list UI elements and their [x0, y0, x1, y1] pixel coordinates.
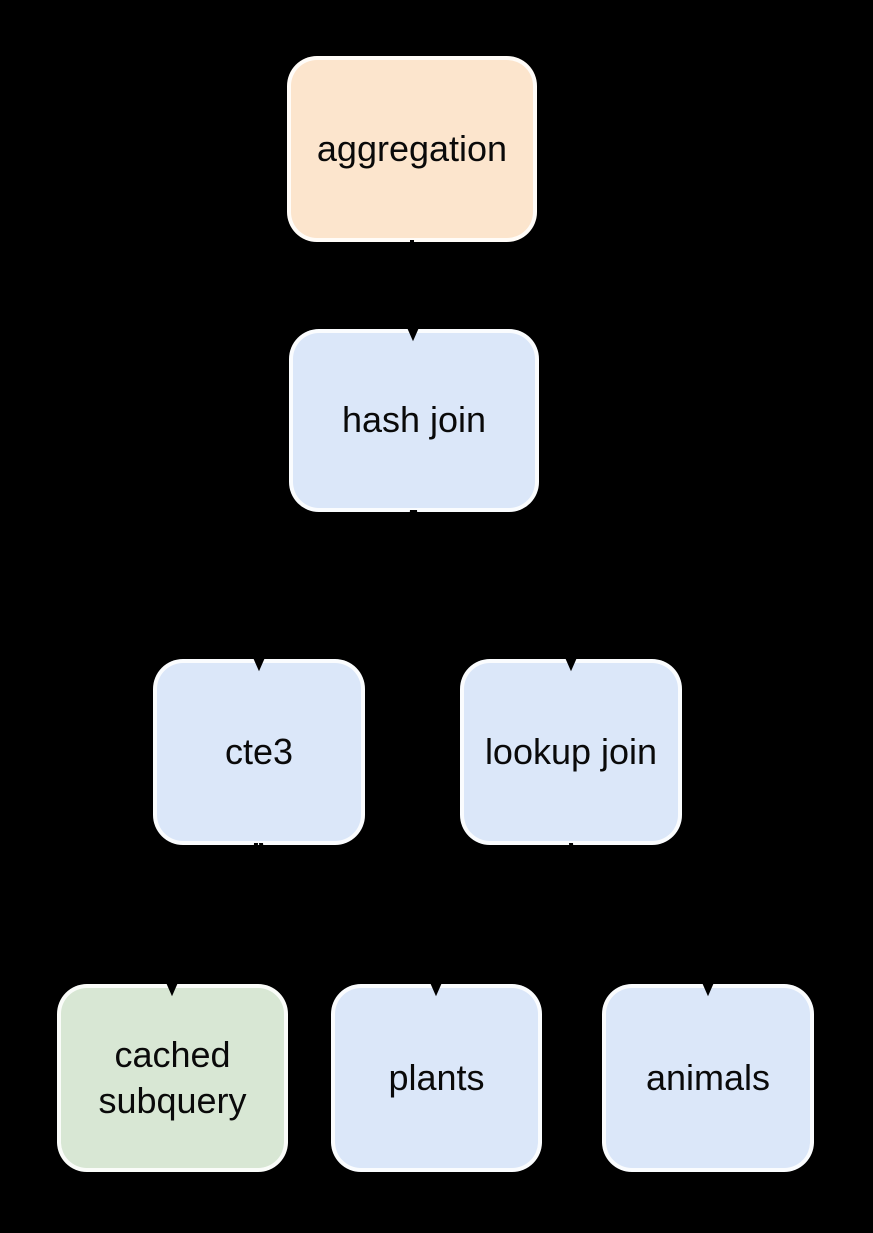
node-cached-subquery: cached subquery — [57, 984, 288, 1172]
edge-cte3-cached-subquery — [164, 842, 258, 997]
node-cte3: cte3 — [153, 659, 365, 845]
edge-aggregation-hash-join — [405, 239, 421, 342]
edge-cte3-plants — [259, 842, 444, 997]
node-label: cte3 — [224, 730, 294, 772]
node-label: animals — [645, 1056, 771, 1098]
edge-lookup-join-animals — [569, 842, 716, 997]
node-label: plants — [388, 1056, 485, 1098]
edge-hash-join-cte3 — [251, 509, 414, 672]
node-label: lookup join — [484, 730, 658, 772]
node-label: cached subquery — [98, 1033, 247, 1121]
node-hash-join: hash join — [289, 329, 539, 512]
edge-hash-join-lookup-join — [413, 509, 579, 672]
node-label: aggregation — [316, 127, 508, 169]
node-lookup-join: lookup join — [460, 659, 682, 845]
node-label: hash join — [341, 399, 487, 441]
node-plants: plants — [331, 984, 542, 1172]
node-animals: animals — [602, 984, 814, 1172]
node-aggregation: aggregation — [287, 56, 537, 242]
